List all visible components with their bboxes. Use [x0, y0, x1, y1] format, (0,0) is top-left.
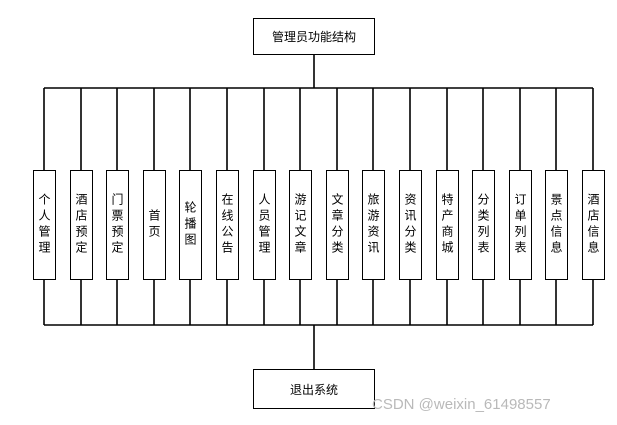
module-label: 分类列表 — [476, 193, 490, 257]
exit-node-label: 退出系统 — [289, 382, 338, 397]
module-box: 旅游资讯 — [361, 170, 385, 280]
module-box: 轮播图 — [178, 170, 202, 280]
module-box: 酒店信息 — [581, 170, 605, 280]
module-box: 景点信息 — [544, 170, 568, 280]
module-label: 景点信息 — [549, 193, 563, 257]
module-label: 在线公告 — [220, 193, 234, 257]
watermark-text: CSDN @weixin_61498557 — [372, 396, 551, 413]
module-box: 人员管理 — [252, 170, 276, 280]
module-label: 酒店信息 — [586, 193, 600, 257]
module-label: 文章分类 — [330, 193, 344, 257]
module-box: 首页 — [142, 170, 166, 280]
module-label: 酒店预定 — [74, 193, 88, 257]
module-label: 订单列表 — [513, 193, 527, 257]
module-box: 分类列表 — [471, 170, 495, 280]
exit-node-box: 退出系统 — [253, 369, 375, 409]
module-label: 资讯分类 — [403, 193, 417, 257]
module-label: 轮播图 — [183, 201, 197, 249]
root-node-box: 管理员功能结构 — [253, 18, 375, 55]
root-node-label: 管理员功能结构 — [271, 30, 356, 44]
module-label: 游记文章 — [293, 193, 307, 257]
module-box: 个人管理 — [32, 170, 56, 280]
module-box: 特产商城 — [435, 170, 459, 280]
module-label: 个人管理 — [37, 193, 51, 257]
module-box: 文章分类 — [325, 170, 349, 280]
module-label: 门票预定 — [110, 193, 124, 257]
module-box: 酒店预定 — [69, 170, 93, 280]
module-label: 旅游资讯 — [366, 193, 380, 257]
module-box: 订单列表 — [508, 170, 532, 280]
module-box: 资讯分类 — [398, 170, 422, 280]
module-label: 人员管理 — [257, 193, 271, 257]
module-label: 特产商城 — [440, 193, 454, 257]
module-box: 游记文章 — [288, 170, 312, 280]
module-box: 在线公告 — [215, 170, 239, 280]
module-label: 首页 — [147, 209, 161, 241]
module-box: 门票预定 — [105, 170, 129, 280]
